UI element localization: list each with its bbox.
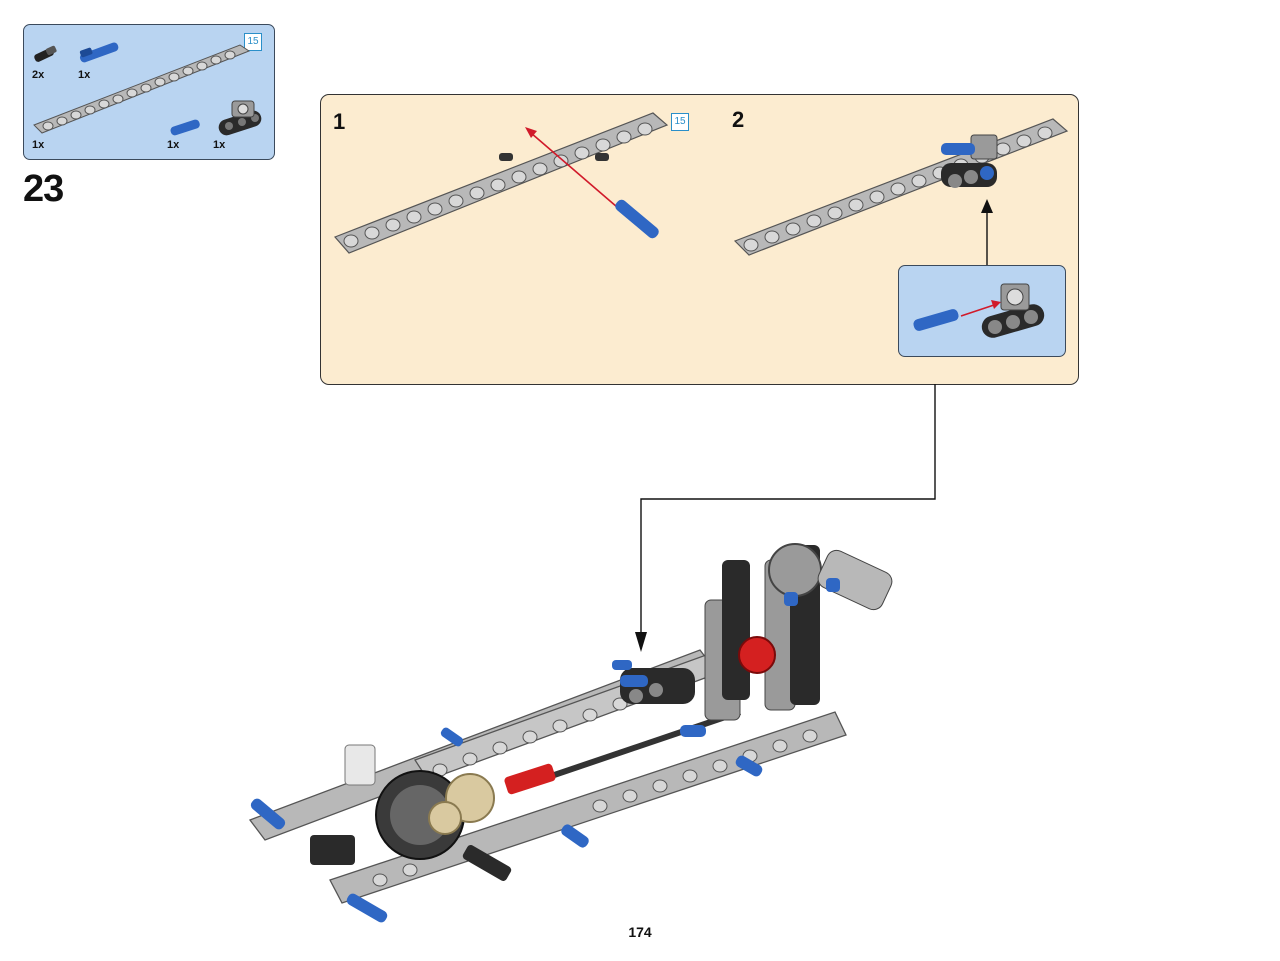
parts-illustration [33,42,262,136]
assembly-arrow [525,127,618,208]
page-number: 174 [628,924,652,940]
sub-assembly-illustration [333,112,1069,265]
callout-illustration [913,283,1045,338]
front-frame [620,543,893,721]
sub-assembly-callout [898,265,1066,357]
blue-short-pin-icon [170,119,200,136]
sub-step-2-beam [733,118,1069,256]
assembly-arrow [960,300,1001,317]
part-quantity: 1x [213,139,226,151]
part-quantity: 2x [32,69,45,81]
differential-gear [375,770,495,860]
sub-step-1-beam [333,112,669,254]
step-number: 23 [23,168,64,210]
blue-short-pin-icon [913,309,959,331]
callout-arrow [981,199,993,265]
part-quantity: 1x [167,139,180,151]
beam-length-badge: 15 [244,33,262,51]
gray-beam-15-icon [33,44,251,134]
sub-step-number: 2 [732,107,745,132]
sub-step-number: 1 [333,109,346,134]
blue-pins [250,578,840,923]
black-cross-block-icon [218,100,262,136]
black-cross-block-icon [981,283,1045,338]
black-pin-icon [34,45,57,62]
sub-assembly-panel: 1 15 2 [320,94,1079,385]
drive-shaft [504,709,741,795]
blue-axle-pin-icon [79,42,119,63]
rear-axle [310,744,512,881]
part-quantity: 1x [78,69,91,81]
parts-list-box: 15 [23,24,275,160]
blue-axle-pin-icon [615,199,659,239]
part-quantity: 1x [32,139,45,151]
beam-length-badge: 15 [671,113,689,131]
